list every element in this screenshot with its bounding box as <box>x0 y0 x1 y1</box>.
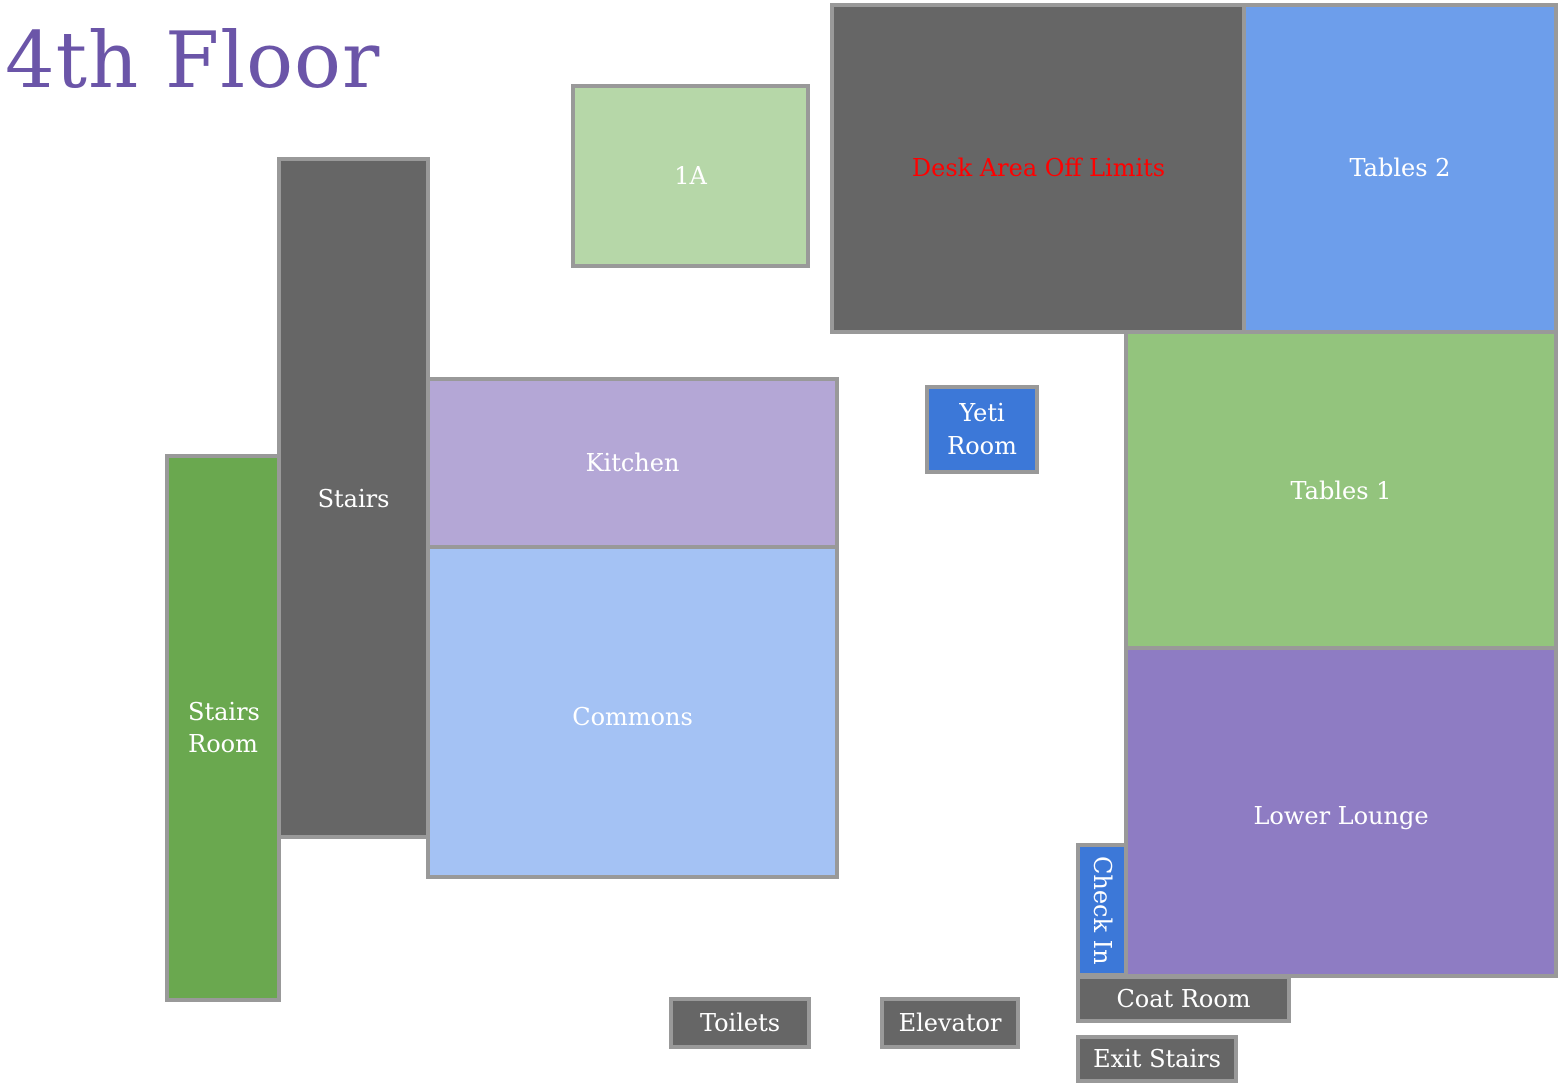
room-commons[interactable]: Commons <box>426 545 839 879</box>
room-exit-stairs[interactable]: Exit Stairs <box>1076 1035 1238 1083</box>
room-label: Commons <box>572 703 693 731</box>
room-label: Toilets <box>699 1008 781 1037</box>
room-stairs[interactable]: Stairs <box>277 157 430 839</box>
room-tables-2[interactable]: Tables 2 <box>1242 3 1558 334</box>
room-yeti[interactable]: Yeti Room <box>925 385 1039 474</box>
room-stairs-room[interactable]: Stairs Room <box>165 454 281 1002</box>
room-desk-area[interactable]: Desk Area Off Limits <box>830 3 1247 334</box>
room-label: Tables 2 <box>1349 154 1451 183</box>
room-label: Stairs Room <box>188 697 260 758</box>
room-label: Desk Area Off Limits <box>911 154 1166 183</box>
room-label: Check In <box>1088 855 1117 965</box>
room-label: Stairs <box>317 485 390 513</box>
room-tables-1[interactable]: Tables 1 <box>1124 330 1558 652</box>
page-title: 4th Floor <box>5 16 381 106</box>
room-label: Exit Stairs <box>1093 1044 1221 1073</box>
room-label: Kitchen <box>585 448 680 477</box>
room-label: Tables 1 <box>1290 476 1392 505</box>
room-label: Coat Room <box>1116 984 1251 1013</box>
room-label: Lower Lounge <box>1253 802 1429 830</box>
room-toilets[interactable]: Toilets <box>669 997 811 1049</box>
room-1a[interactable]: 1A <box>571 84 810 268</box>
room-elevator[interactable]: Elevator <box>880 997 1020 1049</box>
room-label: 1A <box>674 161 707 190</box>
room-lower-lounge[interactable]: Lower Lounge <box>1124 646 1558 978</box>
room-label: Yeti Room <box>947 399 1017 460</box>
room-check-in[interactable]: Check In <box>1076 843 1128 977</box>
room-kitchen[interactable]: Kitchen <box>426 377 839 549</box>
room-label: Elevator <box>898 1008 1002 1037</box>
room-coat-room[interactable]: Coat Room <box>1076 975 1291 1023</box>
